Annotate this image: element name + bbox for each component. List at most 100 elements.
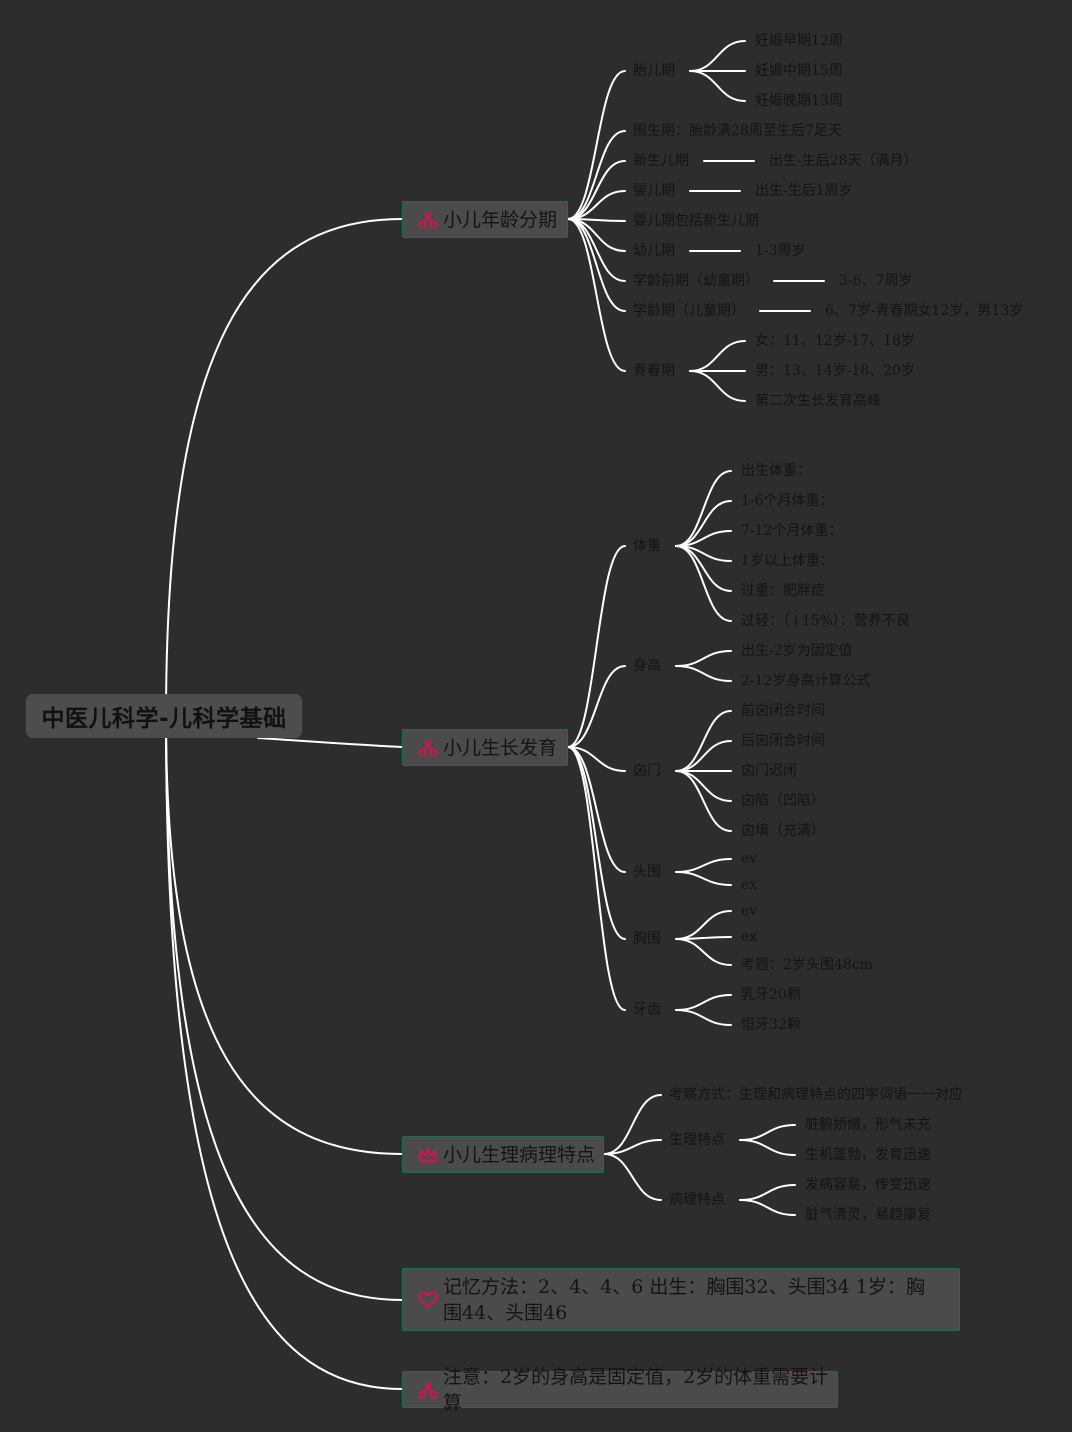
crown-icon <box>417 1144 439 1166</box>
subtopic[interactable]: 牙齿 <box>633 1002 661 1018</box>
subtopic[interactable]: 囟门 <box>633 763 661 779</box>
leaf-topic[interactable]: 妊娠早期12周 <box>755 33 843 49</box>
leaf-topic[interactable]: 2-12岁身高计算公式 <box>741 673 871 689</box>
leaf-topic[interactable]: 考题：2岁头围48cm <box>741 957 873 973</box>
leaf-topic[interactable]: ev <box>741 903 758 919</box>
subtopic[interactable]: 婴儿期包括新生儿期 <box>633 213 759 229</box>
connector <box>675 858 732 873</box>
connector <box>675 994 732 1011</box>
leaf-topic[interactable]: 出生体重： <box>741 463 811 479</box>
connector <box>675 938 732 966</box>
topic-branch-2[interactable]: 小儿生长发育 <box>402 729 568 766</box>
topic-label: 记忆方法：2、4、4、6 出生：胸围32、头围34 1岁：胸围44、头围46 <box>443 1275 925 1324</box>
leaf-topic[interactable]: ex <box>741 877 758 893</box>
connector <box>675 470 732 547</box>
topic-label: 小儿生理病理特点 <box>443 1143 596 1166</box>
connector <box>603 1094 662 1155</box>
connector <box>165 218 403 719</box>
leaf-topic[interactable]: 脏气清灵，易趋康复 <box>805 1207 931 1223</box>
connector <box>567 746 626 772</box>
leaf-topic[interactable]: ex <box>741 929 758 945</box>
connector <box>675 1009 732 1026</box>
subtopic[interactable]: 学龄期（儿童期） <box>633 303 745 319</box>
connector <box>165 717 403 1301</box>
connector <box>603 1139 662 1155</box>
connector <box>165 717 403 1390</box>
root-topic[interactable]: 中医儿科学-儿科学基础 <box>26 694 302 738</box>
scissors-icon <box>417 737 439 759</box>
leaf-topic[interactable]: 1岁以上体重： <box>741 553 834 569</box>
subtopic[interactable]: 新生儿期 <box>633 153 689 169</box>
subtopic[interactable]: 生理特点 <box>669 1132 725 1148</box>
leaf-topic[interactable]: 乳牙20颗 <box>741 987 801 1003</box>
connector <box>567 218 626 312</box>
subtopic[interactable]: 青春期 <box>633 363 675 379</box>
leaf-topic[interactable]: 后囟闭合时间 <box>741 733 825 749</box>
connector <box>675 650 732 667</box>
connector <box>675 710 732 772</box>
leaf-topic[interactable]: 囟填（充满） <box>741 823 825 839</box>
connector <box>567 545 626 748</box>
subtopic[interactable]: 体重 <box>633 538 661 554</box>
leaf-topic[interactable]: 出生-生后28天（满月） <box>769 153 918 169</box>
topic-branch-3[interactable]: 小儿生理病理特点 <box>402 1136 604 1173</box>
leaf-topic[interactable]: 1-6个月体重： <box>741 493 834 509</box>
leaf-topic[interactable]: ev <box>741 851 758 867</box>
connector <box>567 746 626 1011</box>
subtopic[interactable]: 胎儿期 <box>633 63 675 79</box>
topic-label: 注意：2岁的身高是固定值，2岁的体重需要计算 <box>443 1365 829 1414</box>
subtopic[interactable]: 婴儿期 <box>633 183 675 199</box>
scissors-icon <box>417 1379 439 1401</box>
leaf-topic[interactable]: 过重：肥胖症 <box>741 583 825 599</box>
connector <box>567 218 626 282</box>
subtopic[interactable]: 胸围 <box>633 931 661 947</box>
subtopic[interactable]: 身高 <box>633 658 661 674</box>
leaf-topic[interactable]: 3-6、7周岁 <box>839 273 913 289</box>
topic-branch-1[interactable]: 小儿年龄分期 <box>402 201 568 238</box>
connector <box>567 665 626 748</box>
topic-label: 小儿生长发育 <box>443 736 558 759</box>
connector <box>675 910 732 940</box>
connector <box>603 1153 662 1201</box>
leaf-topic[interactable]: 生机蓬勃，发育迅速 <box>805 1147 931 1163</box>
connector <box>675 545 732 562</box>
leaf-topic[interactable]: 1-3周岁 <box>755 243 806 259</box>
subtopic[interactable]: 幼儿期 <box>633 243 675 259</box>
connector <box>675 936 732 940</box>
connector <box>567 130 626 220</box>
subtopic[interactable]: 病理特点 <box>669 1192 725 1208</box>
leaf-topic[interactable]: 7-12个月体重： <box>741 523 843 539</box>
leaf-topic[interactable]: 前囟闭合时间 <box>741 703 825 719</box>
connector <box>567 190 626 220</box>
leaf-topic[interactable]: 妊娠中期15周 <box>755 63 843 79</box>
leaf-topic[interactable]: 脏腑娇嫩，形气未充 <box>805 1117 931 1133</box>
topic-branch-4[interactable]: 记忆方法：2、4、4、6 出生：胸围32、头围34 1岁：胸围44、头围46 <box>402 1268 960 1331</box>
subtopic[interactable]: 头围 <box>633 864 661 880</box>
subtopic[interactable]: 围生期：胎龄满28周至生后7足天 <box>633 123 842 139</box>
connector <box>567 746 626 873</box>
connector <box>257 737 403 748</box>
leaf-topic[interactable]: 男：13、14岁-18、20岁 <box>755 363 915 379</box>
connector <box>675 770 732 832</box>
leaf-topic[interactable]: 过轻：（↓15%）：营养不良 <box>741 613 910 629</box>
leaf-topic[interactable]: 恒牙32颗 <box>741 1017 801 1033</box>
connector <box>739 1199 796 1216</box>
leaf-topic[interactable]: 第二次生长发育高峰 <box>755 393 881 409</box>
scissors-icon <box>417 209 439 231</box>
subtopic[interactable]: 考察方式：生理和病理特点的四字词语一一对应 <box>669 1087 963 1103</box>
leaf-topic[interactable]: 妊娠晚期13周 <box>755 93 843 109</box>
leaf-topic[interactable]: 出生-2岁为固定值 <box>741 643 853 659</box>
leaf-topic[interactable]: 出生-生后1周岁 <box>755 183 853 199</box>
leaf-topic[interactable]: 发病容易，传变迅速 <box>805 1177 931 1193</box>
connector <box>675 545 732 622</box>
heart-icon <box>417 1289 439 1311</box>
connector <box>567 218 626 222</box>
leaf-topic[interactable]: 囟门迟闭 <box>741 763 797 779</box>
leaf-topic[interactable]: 囟陷（凹陷） <box>741 793 825 809</box>
connector <box>567 218 626 372</box>
leaf-topic[interactable]: 女：11、12岁-17、18岁 <box>755 333 915 349</box>
subtopic[interactable]: 学龄前期（幼童期） <box>633 273 759 289</box>
topic-branch-5[interactable]: 注意：2岁的身高是固定值，2岁的体重需要计算 <box>402 1366 838 1414</box>
connector <box>689 370 746 402</box>
leaf-topic[interactable]: 6、7岁-青春期女12岁，男13岁 <box>825 303 1024 319</box>
